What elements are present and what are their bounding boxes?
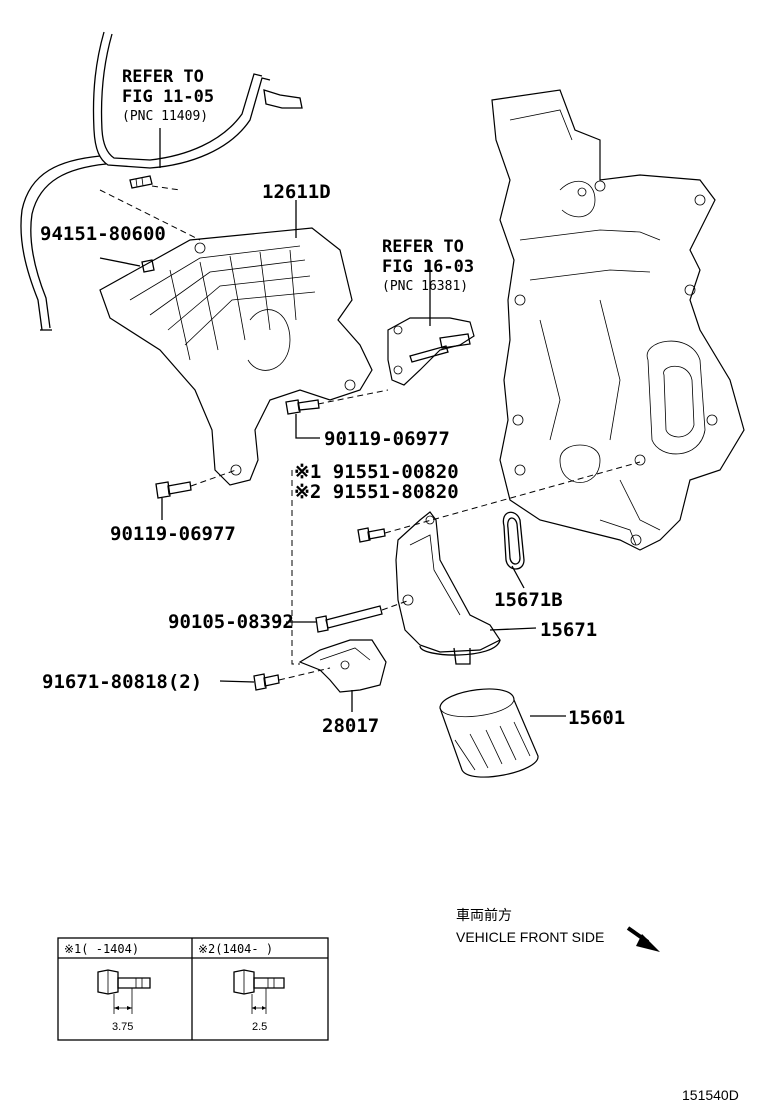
front-direction-arrow-icon bbox=[626, 926, 660, 952]
part-number-label: 12611D bbox=[262, 181, 331, 203]
part-number-label: 91671-80818(2) bbox=[42, 671, 202, 693]
bolt-icon bbox=[253, 673, 280, 691]
part-number-label: ※2 91551-80820 bbox=[294, 481, 459, 503]
dimension-label: 3.75 bbox=[112, 1021, 133, 1033]
part-number-label: 28017 bbox=[322, 715, 379, 737]
timing-chain-cover-shield bbox=[99, 227, 373, 486]
bolt-icon bbox=[285, 399, 320, 415]
oil-filter-bracket bbox=[395, 511, 501, 665]
bracket-part bbox=[387, 317, 475, 386]
ref-line2: FIG 16-03 bbox=[382, 257, 474, 277]
ref-line1: REFER TO bbox=[122, 67, 204, 87]
oil-level-gauge-tube bbox=[20, 31, 303, 331]
ref-pnc: (PNC 11409) bbox=[122, 109, 208, 124]
part-number-label: 15601 bbox=[568, 707, 625, 729]
front-note-en: VEHICLE FRONT SIDE bbox=[456, 929, 604, 945]
part-number-label: 15671 bbox=[540, 619, 597, 641]
part-number-label: 94151-80600 bbox=[40, 223, 166, 245]
bolt-icon bbox=[129, 175, 153, 189]
part-number-label: 90119-06977 bbox=[110, 523, 236, 545]
part-number-label: ※1 91551-00820 bbox=[294, 461, 459, 483]
part-number-label: 90119-06977 bbox=[324, 428, 450, 450]
front-note-jp: 車両前方 bbox=[456, 907, 512, 923]
flange-bolt-icon bbox=[97, 969, 151, 1014]
part-number-label: 15671B bbox=[494, 589, 563, 611]
oil-filter-bracket-gasket bbox=[502, 511, 525, 570]
flange-bolt-icon bbox=[233, 969, 285, 1014]
ref-line2: FIG 11-05 bbox=[122, 87, 214, 107]
part-number-label: 90105-08392 bbox=[168, 611, 294, 633]
table-header-2: ※2(1404- ) bbox=[198, 942, 273, 956]
oil-filter bbox=[439, 688, 539, 778]
long-bolt-icon bbox=[315, 605, 383, 633]
figure-id: 151540D bbox=[682, 1087, 739, 1103]
bracket-28017 bbox=[298, 639, 387, 693]
bolt-icon bbox=[141, 259, 155, 273]
bolt-icon bbox=[155, 481, 192, 499]
table-header-1: ※1( -1404) bbox=[64, 942, 139, 956]
ref-line1: REFER TO bbox=[382, 237, 464, 257]
dimension-label: 2.5 bbox=[252, 1021, 267, 1033]
bolt-icon bbox=[357, 527, 386, 543]
ref-pnc: (PNC 16381) bbox=[382, 279, 468, 294]
bolt-variant-table bbox=[57, 937, 329, 1041]
engine-timing-cover bbox=[491, 89, 745, 551]
